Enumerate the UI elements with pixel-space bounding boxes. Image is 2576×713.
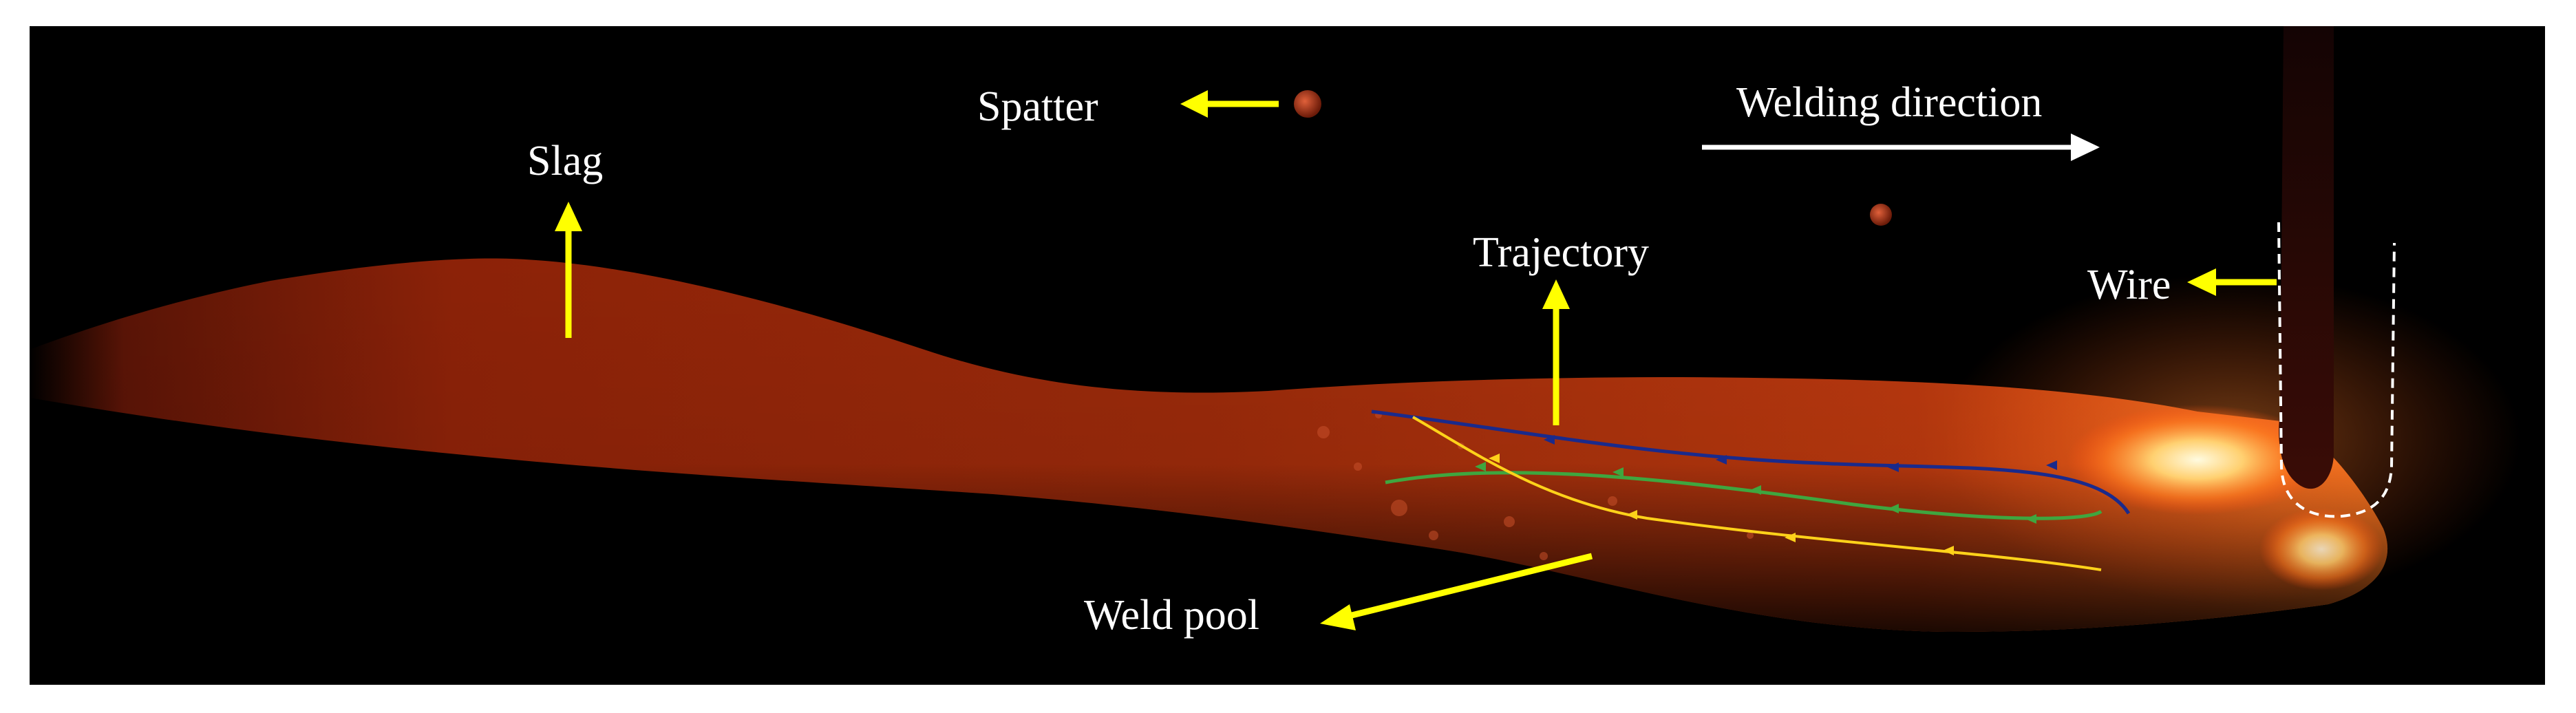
welding-direction-label: Welding direction: [1736, 79, 2043, 126]
molten-metal-shade: [30, 258, 2388, 632]
slag-label: Slag: [527, 138, 604, 184]
trajectory-yellow-markers: [1489, 454, 1954, 555]
welding-wire: [2279, 26, 2334, 489]
spatter-label: Spatter: [977, 83, 1098, 130]
pool-tail-glow: [2259, 508, 2383, 590]
yellow-arrow-icon: [555, 90, 2277, 630]
spatter-droplet: [1294, 90, 1321, 118]
arc-glow: [2067, 405, 2328, 515]
wire-label: Wire: [2087, 262, 2171, 308]
wire-outline-dashed: [2277, 222, 2396, 518]
trajectory-label: Trajectory: [1473, 229, 1649, 276]
weld-scene: [30, 26, 2521, 632]
trajectory-blue-line: [1371, 409, 2131, 515]
spatter-droplet: [1870, 204, 1892, 226]
pool-surface-texture: [1317, 412, 1754, 560]
white-direction-arrow-icon: [1702, 134, 2100, 161]
trajectory-yellow-line: [1412, 416, 2102, 571]
weld-pool-label: Weld pool: [1084, 592, 1260, 639]
trajectory-blue-markers: [1544, 435, 2057, 472]
weld-pool-image: Spatter Slag Welding direction Trajector…: [30, 26, 2545, 685]
trajectory-green-markers: [1475, 462, 2036, 524]
trajectory-green-line: [1385, 471, 2103, 520]
